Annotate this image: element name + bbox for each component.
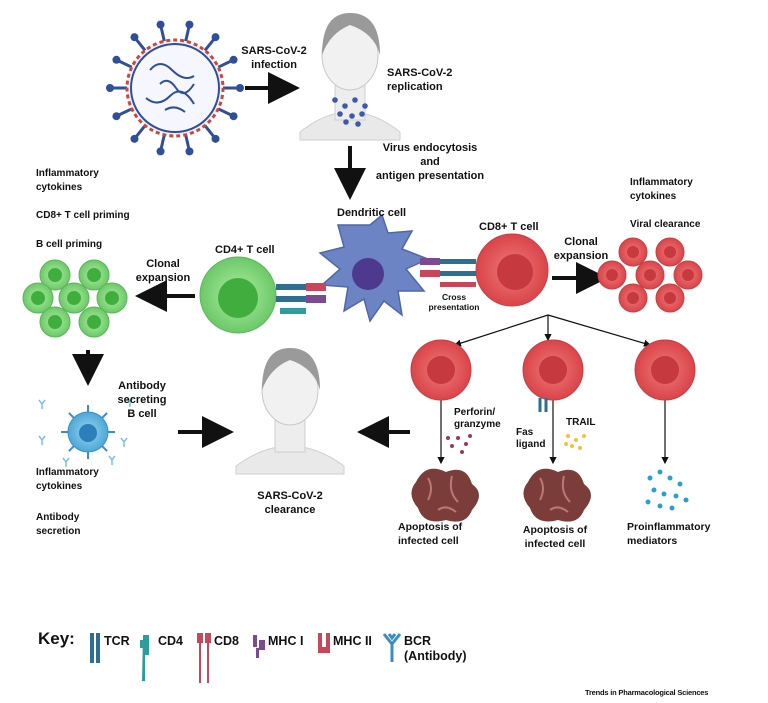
cd4-icon (140, 635, 149, 681)
sars-infection-label: SARS-CoV-2 infection (241, 45, 307, 71)
b-cell-icon (38, 397, 134, 467)
sars-cov-2-virus-icon (106, 20, 244, 156)
apoptotic-cell-2-icon (523, 468, 591, 522)
key-bcr-label: BCR (Antibody) (404, 634, 467, 663)
key-mhc-ii-label: MHC II (333, 634, 372, 648)
effector-cell-cytokine-icon (634, 339, 696, 401)
clonal-expansion-right-label: Clonal expansion (553, 236, 609, 262)
cd8-icon (197, 633, 211, 683)
mhc-i-icon (253, 635, 265, 658)
effector-cell-perforin-icon (410, 339, 472, 401)
cd8-priming-label: CD8+ T cell priming (36, 210, 130, 221)
fas-ligand-label: Fas ligand (516, 427, 546, 450)
proinflammatory-dots-icon (645, 469, 689, 511)
key-cd4-label: CD4 (158, 634, 184, 648)
right-inflammatory-cytokines-label: Inflammatory cytokines (630, 177, 693, 202)
dendritic-cell-icon (318, 213, 430, 323)
left-inflammatory-cytokines-label: Inflammatory cytokines (36, 168, 99, 193)
recovered-patient-head-icon (235, 348, 345, 475)
cross-presentation-label: Cross presentation (428, 292, 480, 312)
left-inflammatory-cytokines-2-label: Inflammatory cytokines (36, 467, 99, 492)
proinflammatory-label: Proinflammatory mediators (627, 521, 711, 547)
effector-cell-fas-icon (522, 339, 584, 412)
cd8-cell-cluster-icon (597, 237, 703, 313)
perforin-granule-dots-icon (446, 434, 472, 454)
cd8-t-cell-label: CD8+ T cell (479, 221, 539, 233)
antibody-secreting-label: Antibody secreting B cell (117, 380, 167, 420)
viral-clearance-label: Viral clearance (630, 219, 701, 230)
b-cell-priming-label: B cell priming (36, 239, 103, 250)
cd8-synapse-receptors-icon (420, 258, 476, 287)
key-mhc-i-label: MHC I (268, 634, 304, 648)
patient-head-icon (299, 13, 401, 141)
trail-label: TRAIL (566, 417, 596, 428)
key-cd8-label: CD8 (214, 634, 240, 648)
cd4-t-cell-label: CD4+ T cell (215, 244, 275, 256)
credit-text: Trends in Pharmacological Sciences (585, 688, 709, 697)
clonal-expansion-left-label: Clonal expansion (135, 258, 191, 284)
cd8-t-cell-icon (475, 233, 549, 307)
cd4-t-cell-icon (199, 256, 277, 334)
endocytosis-label: Virus endocytosis and antigen presentati… (375, 142, 485, 182)
tcr-icon (90, 633, 100, 663)
sars-replication-label: SARS-CoV-2 replication (387, 67, 453, 93)
clearance-label: SARS-CoV-2 clearance (257, 490, 323, 516)
cd4-synapse-receptors-icon (276, 283, 326, 314)
key-title: Key: (38, 629, 75, 648)
apoptosis-1-label: Apoptosis of infected cell (398, 521, 463, 547)
key-tcr-label: TCR (104, 634, 130, 648)
mhc-ii-icon (318, 633, 330, 653)
cd4-cell-cluster-icon (22, 259, 128, 338)
branch-arrows (437, 314, 669, 465)
antibody-secretion-label: Antibody secretion (36, 512, 81, 537)
bcr-icon (382, 633, 402, 662)
apoptotic-cell-1-icon (411, 468, 479, 522)
apoptosis-2-label: Apoptosis of infected cell (522, 524, 588, 550)
perforin-label: Perforin/ granzyme (454, 407, 501, 430)
dendritic-cell-label: Dendritic cell (337, 207, 407, 219)
trail-dots-icon (564, 434, 586, 450)
